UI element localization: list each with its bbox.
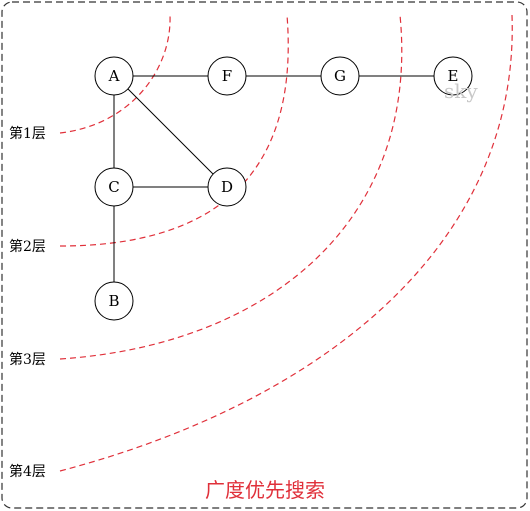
node-b-label: B	[108, 292, 119, 310]
layer-arcs	[59, 14, 513, 472]
node-d: D	[207, 167, 247, 207]
layer-2-boundary	[59, 14, 289, 247]
graph-nodes: A F G E C D B	[94, 56, 473, 321]
layer-4-boundary	[59, 14, 513, 472]
node-f-label: F	[222, 67, 232, 85]
node-c-label: C	[108, 178, 119, 196]
diagram-caption: 广度优先搜索	[205, 478, 325, 502]
node-g-label: G	[334, 67, 346, 85]
layer-1-boundary	[59, 14, 171, 134]
layer-labels: 第1层 第2层 第3层 第4层	[9, 125, 46, 480]
node-e: E	[433, 56, 473, 96]
node-a-label: A	[108, 67, 120, 85]
node-e-label: E	[448, 67, 459, 85]
edge-a-d	[127, 88, 215, 176]
node-a: A	[94, 56, 134, 96]
graph-edges	[113, 75, 434, 282]
node-b: B	[94, 281, 134, 321]
layer-3-label: 第3层	[9, 351, 46, 368]
node-c: C	[94, 167, 134, 207]
layer-2-label: 第2层	[9, 238, 46, 255]
node-g: G	[320, 56, 360, 96]
layer-4-label: 第4层	[9, 463, 46, 480]
layer-3-boundary	[59, 14, 403, 360]
node-f: F	[207, 56, 247, 96]
node-d-label: D	[221, 178, 233, 196]
watermark-text: sky	[444, 79, 478, 103]
layer-1-label: 第1层	[9, 125, 46, 142]
